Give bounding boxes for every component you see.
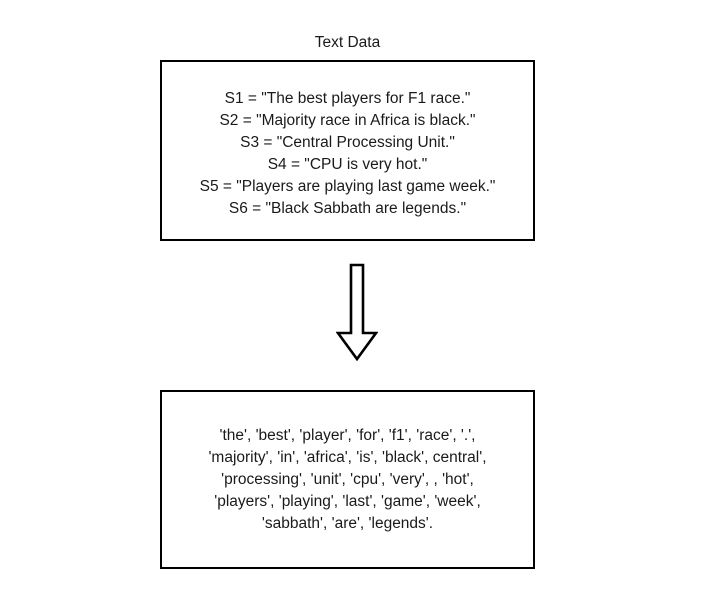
sentence-line-s3: S3 = "Central Processing Unit." (240, 134, 455, 151)
token-line-3: 'processing', 'unit', 'cpu', 'very', , '… (221, 471, 474, 488)
sentence-line-s2: S2 = "Majority race in Africa is black." (219, 112, 476, 129)
text-data-box: S1 = "The best players for F1 race." S2 … (160, 60, 535, 241)
token-line-4: 'players', 'playing', 'last', 'game', 'w… (214, 493, 481, 510)
page-title: Text Data (314, 34, 381, 51)
token-line-5: 'sabbath', 'are', 'legends'. (261, 515, 434, 532)
down-block-arrow-icon (336, 263, 378, 362)
sentence-line-s1: S1 = "The best players for F1 race." (224, 90, 471, 107)
sentence-line-s6: S6 = "Black Sabbath are legends." (228, 200, 467, 217)
sentence-line-s5: S5 = "Players are playing last game week… (199, 178, 496, 195)
sentence-line-s4: S4 = "CPU is very hot." (267, 156, 428, 173)
token-line-2: 'majority', 'in', 'africa', 'is', 'black… (208, 449, 487, 466)
token-line-1: 'the', 'best', 'player', 'for', 'f1', 'r… (219, 427, 476, 444)
tokens-box: 'the', 'best', 'player', 'for', 'f1', 'r… (160, 390, 535, 569)
